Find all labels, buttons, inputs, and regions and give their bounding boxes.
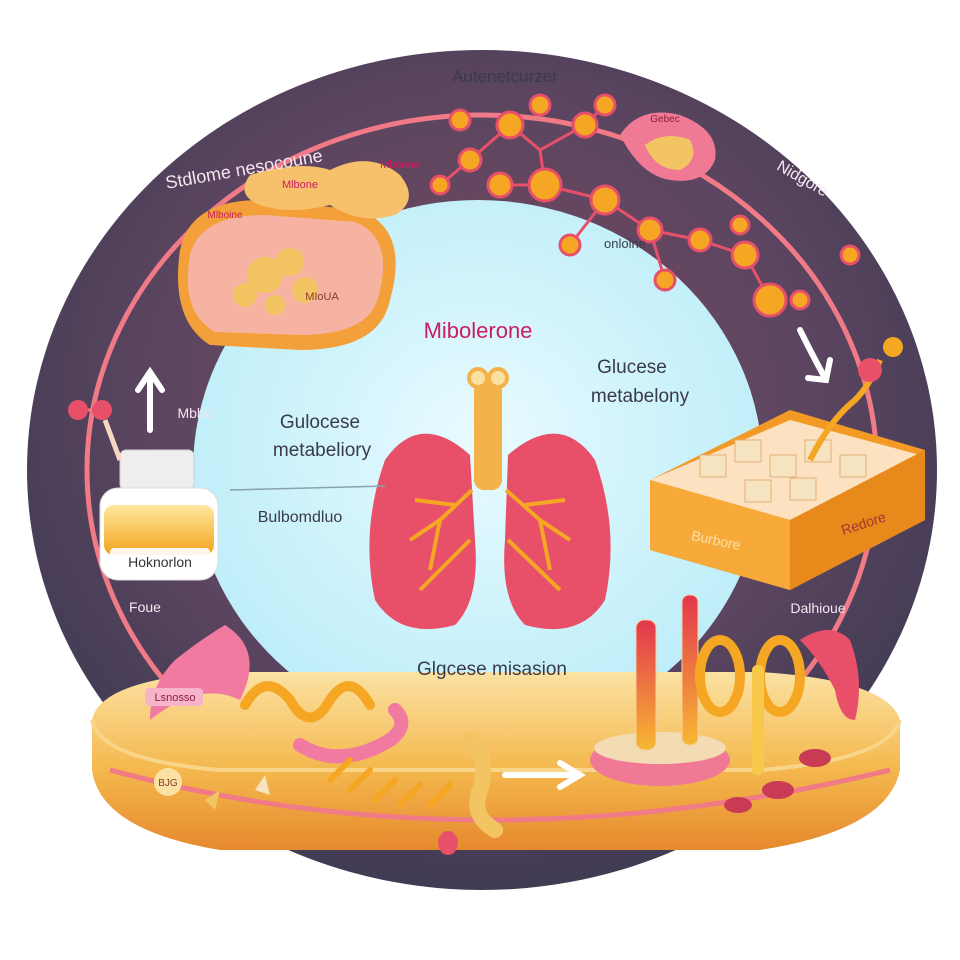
label-bottom-left: Foue [129, 599, 161, 615]
tissue-label-3: Mlboine [207, 210, 242, 221]
jar-bottle [99, 449, 219, 581]
tissue-label-4: MIoUA [305, 291, 339, 303]
center-title: Mibolerone [424, 318, 533, 343]
label-chain-small: onlolne [604, 236, 646, 251]
tissue-label-2: Mboone [380, 159, 420, 171]
lung-illustration [369, 367, 611, 630]
flow-arrows [135, 327, 833, 790]
label-bottom-right: Dalhioue [790, 600, 845, 616]
coil-tag: Lsnosso [155, 692, 196, 704]
label-center-right-2: metabelony [591, 386, 690, 407]
left-molecule [68, 400, 123, 461]
tissue-label-1: Mlbone [282, 179, 318, 191]
bottom-items [145, 594, 859, 855]
label-bottom-center: Glgcese misasion [417, 659, 567, 680]
food-box [650, 337, 925, 590]
small-tag: BJG [158, 778, 178, 789]
jar-label: Hoknorlon [128, 554, 192, 570]
label-center-left-1: Gulocese [280, 412, 360, 433]
label-left-small: Mbho [177, 405, 212, 421]
label-center-right-1: Glucese [597, 357, 667, 378]
label-top-center: Autenetcurzer [452, 67, 558, 86]
organ-tag: Gebec [650, 114, 679, 125]
label-center-left-3: Bulbomdluo [258, 509, 343, 526]
divider-line [229, 485, 386, 491]
organ-piece [620, 112, 716, 181]
molecule-chain [429, 93, 861, 318]
label-center-left-2: metabeliory [273, 440, 372, 461]
tissue-slab [178, 161, 409, 350]
